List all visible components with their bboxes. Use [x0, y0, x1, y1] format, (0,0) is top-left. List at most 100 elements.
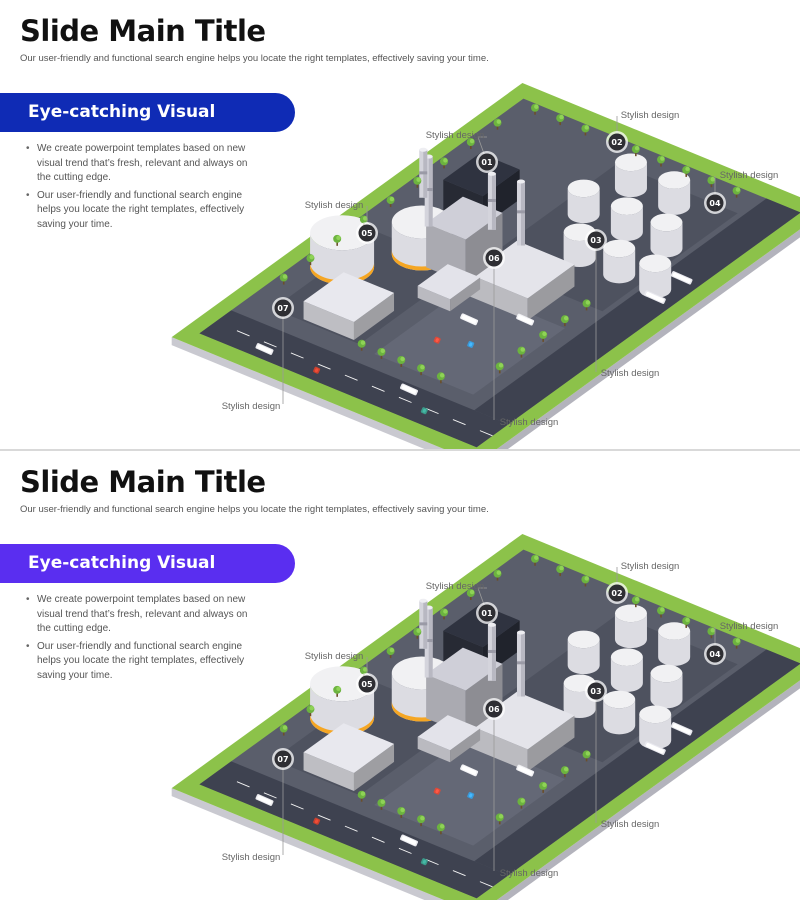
vehicle	[255, 343, 274, 355]
marker-number: 01	[481, 609, 493, 618]
tree	[631, 145, 640, 157]
slide-subtitle: Our user-friendly and functional search …	[20, 504, 489, 515]
marker-badge	[358, 224, 376, 242]
marker-number: 05	[361, 680, 373, 689]
tree	[582, 299, 591, 311]
chimney	[487, 171, 496, 230]
tree	[531, 103, 540, 115]
bullet-list: We create powerpoint templates based on …	[24, 593, 264, 686]
bullet-item: We create powerpoint templates based on …	[24, 142, 264, 186]
callout-label: Stylish design	[426, 581, 485, 592]
marker-badge	[274, 750, 292, 768]
tree	[386, 647, 395, 659]
storage-tank	[639, 705, 672, 750]
bullet-list: We create powerpoint templates based on …	[24, 142, 264, 235]
vehicles	[255, 271, 693, 415]
storage-tank	[610, 648, 643, 692]
marker-number: 07	[277, 304, 288, 313]
tree	[560, 766, 569, 778]
warehouse	[470, 691, 575, 772]
callout-label: Stylish design	[601, 819, 660, 830]
banner-label: Eye-catching Visual	[28, 553, 216, 573]
tree	[582, 750, 591, 762]
marker-badge	[485, 700, 503, 718]
storage-tank	[614, 604, 647, 649]
vehicle	[433, 787, 441, 795]
marker-badge	[587, 682, 605, 700]
vehicle	[460, 764, 479, 777]
tree	[581, 575, 590, 587]
utility-shed	[417, 264, 481, 312]
slide-title: Slide Main Title	[20, 465, 266, 499]
marker-badge	[587, 231, 605, 249]
tree	[556, 114, 565, 126]
chimney	[516, 179, 525, 246]
office-building	[303, 723, 395, 791]
tree	[531, 554, 540, 566]
vehicles	[255, 722, 693, 866]
callout-label: Stylish design	[426, 130, 485, 141]
tree	[682, 616, 691, 628]
tank-farm	[563, 153, 691, 299]
tree	[466, 589, 475, 601]
marker-number: 04	[709, 650, 721, 659]
storage-tank	[658, 171, 691, 215]
marker-number: 02	[611, 138, 622, 147]
chimney	[487, 622, 496, 681]
callout-label: Stylish design	[720, 621, 779, 632]
refinery-world	[171, 534, 800, 900]
storage-tank	[639, 254, 672, 299]
callout-label: Stylish design	[720, 170, 779, 181]
storage-tank	[650, 664, 683, 709]
vehicle	[400, 383, 418, 396]
tree	[440, 608, 449, 620]
callout-label: Stylish design	[621, 561, 680, 572]
side-road	[474, 198, 800, 425]
storage-tank	[603, 239, 636, 284]
marker-number: 06	[488, 705, 500, 714]
storage-tank	[610, 197, 643, 241]
utility-shed	[417, 715, 481, 763]
vehicle	[467, 340, 475, 348]
marker-number: 01	[481, 158, 493, 167]
tree	[495, 362, 504, 374]
process-units	[303, 147, 575, 340]
vehicle	[313, 366, 321, 374]
marker-badge	[608, 133, 626, 151]
tree	[279, 724, 288, 736]
tree	[279, 273, 288, 285]
tree	[357, 790, 366, 802]
marker-number: 05	[361, 229, 373, 238]
callout-label: Stylish design	[500, 868, 559, 879]
marker-number: 03	[590, 236, 601, 245]
tree	[413, 176, 422, 188]
bullet-item: Our user-friendly and functional search …	[24, 640, 264, 684]
storage-tank	[658, 622, 691, 666]
marker-number: 03	[590, 687, 601, 696]
marker-badge	[608, 584, 626, 602]
tree	[466, 138, 475, 150]
tree	[436, 823, 445, 835]
marker-badge	[478, 153, 496, 171]
chimney	[419, 598, 428, 649]
vehicle	[467, 791, 475, 799]
tree	[377, 798, 386, 810]
tree	[495, 813, 504, 825]
vehicle	[644, 290, 666, 304]
tree	[657, 155, 666, 167]
callout-01: 01 Stylish design	[426, 130, 498, 173]
tree	[417, 815, 426, 827]
marker-number: 07	[277, 755, 288, 764]
vehicle	[670, 271, 693, 285]
tree	[539, 781, 548, 793]
bullet-item: We create powerpoint templates based on …	[24, 593, 264, 637]
